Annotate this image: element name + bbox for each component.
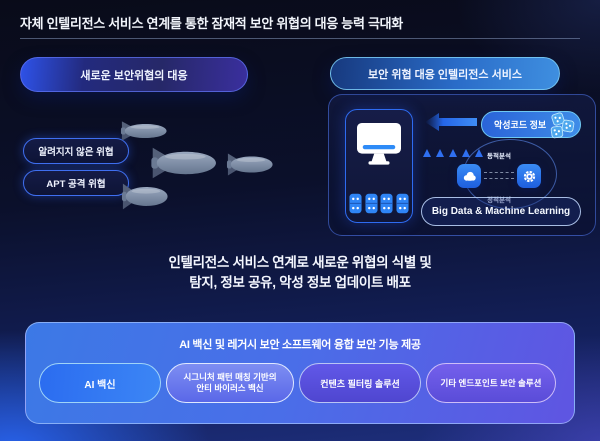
key-message-line2: 탐지, 정보 공유, 악성 정보 업데이트 배포 <box>189 275 411 290</box>
threat-label-unknown: 알려지지 않은 위협 <box>23 138 129 164</box>
left-section-header: 새로운 보안위협의 대응 <box>20 57 248 92</box>
triangle-icon <box>449 149 457 157</box>
dashed-connector <box>484 172 514 173</box>
solution-label: AI 백신 <box>84 379 116 391</box>
cloud-icon <box>457 164 481 188</box>
threat-label-apt: APT 공격 위협 <box>23 170 129 196</box>
malware-info-label: 악성코드 정보 <box>494 120 547 130</box>
solution-pill-signature-av: 시그니처 패턴 매칭 기반의 안티 바이러스 백신 <box>166 363 294 403</box>
right-section-header: 보안 위협 대응 인텔리전스 서비스 <box>330 57 560 90</box>
page-title: 자체 인텔리전스 서비스 연계를 통한 잠재적 보안 위협의 대응 능력 극대화 <box>20 16 403 31</box>
bigdata-badge: Big Data & Machine Learning <box>421 197 581 226</box>
bug-icon <box>551 112 565 126</box>
solution-label-line1: 시그니처 패턴 매칭 기반의 <box>183 372 277 382</box>
solution-label: 컨텐츠 필터링 솔루션 <box>320 378 400 389</box>
dynamic-analysis-label: 동적분석 <box>487 153 511 160</box>
bug-icon <box>561 119 575 133</box>
gear-icon <box>517 164 541 188</box>
solution-label: 기타 엔드포인트 보안 솔루션 <box>440 378 542 388</box>
triangle-icon <box>423 149 431 157</box>
database-icon <box>349 193 362 214</box>
missile-icon <box>151 147 216 179</box>
arrow-left-icon <box>425 113 477 131</box>
triangle-icon <box>436 149 444 157</box>
triangle-icon <box>462 149 470 157</box>
device-card <box>345 109 413 223</box>
missile-icon <box>226 153 273 176</box>
bug-icon <box>550 125 564 139</box>
solution-pill-content-filter: 컨텐츠 필터링 솔루션 <box>299 363 421 403</box>
intelligence-panel: 악성코드 정보 <box>328 94 596 236</box>
monitor-icon <box>357 122 401 165</box>
title-divider <box>20 38 580 39</box>
key-message-line1: 인텔리전스 서비스 연계로 새로운 위협의 식별 및 <box>168 255 432 270</box>
solution-pill-ai-vaccine: AI 백신 <box>39 363 161 403</box>
dashed-connector <box>484 178 514 179</box>
missile-icon <box>121 183 168 210</box>
solution-label-line2: 안티 바이러스 백신 <box>196 383 264 393</box>
fusion-panel: AI 백신 및 레거시 보안 소프트웨어 융합 보안 기능 제공 AI 백신 시… <box>25 322 575 424</box>
malware-info-badge: 악성코드 정보 <box>481 111 581 139</box>
database-row <box>349 193 409 214</box>
database-icon <box>396 193 409 214</box>
bug-cluster <box>546 112 576 139</box>
solution-pill-row: AI 백신 시그니처 패턴 매칭 기반의 안티 바이러스 백신 컨텐츠 필터링 … <box>39 363 561 403</box>
key-message: 인텔리전스 서비스 연계로 새로운 위협의 식별 및 탐지, 정보 공유, 악성… <box>0 253 600 293</box>
solution-pill-endpoint: 기타 엔드포인트 보안 솔루션 <box>426 363 556 403</box>
fusion-panel-header: AI 백신 및 레거시 보안 소프트웨어 융합 보안 기능 제공 <box>179 339 421 351</box>
database-icon <box>380 193 393 214</box>
missile-icon <box>120 121 167 141</box>
database-icon <box>365 193 378 214</box>
